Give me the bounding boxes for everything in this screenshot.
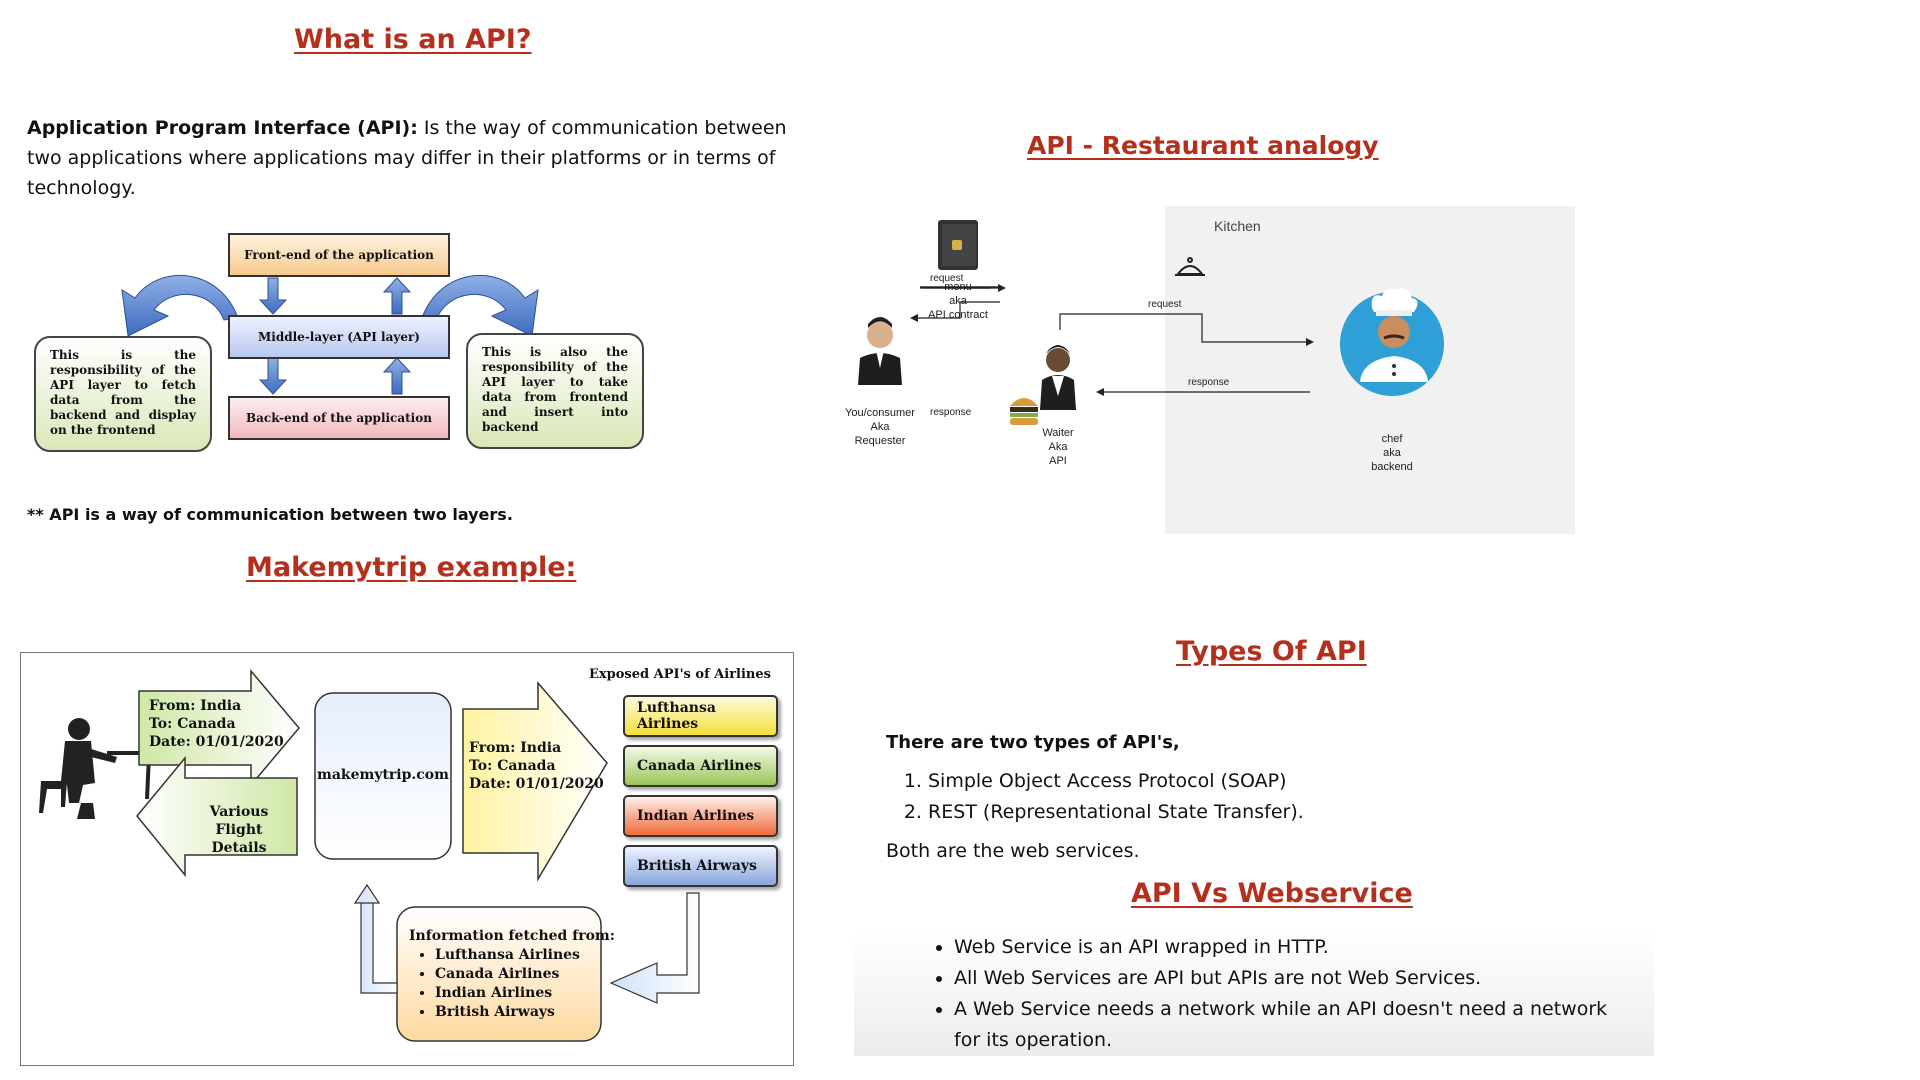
api-layer-diagram: Front-end of the application Middle-laye… <box>30 228 650 458</box>
response-label-1: response <box>930 407 972 418</box>
chef-label: chef aka backend <box>1371 433 1413 473</box>
restaurant-analogy-title: API - Restaurant analogy <box>1027 131 1379 160</box>
airline-canada: Canada Airlines <box>623 745 778 787</box>
api-vs-webservice-title: API Vs Webservice <box>1131 878 1413 909</box>
info-item: Lufthansa Airlines <box>435 946 615 965</box>
makemytrip-shapes <box>39 668 700 1042</box>
chef-icon <box>1340 288 1444 396</box>
webservice-points: Web Service is an API wrapped in HTTP. A… <box>854 930 1634 1056</box>
layers-footnote: ** API is a way of communication between… <box>27 505 513 524</box>
burger-icon <box>1010 398 1038 425</box>
middle-layer-box: Middle-layer (API layer) <box>228 315 450 359</box>
info-fetched-list: Lufthansa Airlines Canada Airlines India… <box>409 946 615 1022</box>
api-definition: Application Program Interface (API): Is … <box>27 113 787 203</box>
forwarded-request-details: From: India To: Canada Date: 01/01/2020 <box>469 739 604 793</box>
types-list: Simple Object Access Protocol (SOAP) RES… <box>886 766 1586 828</box>
what-is-api-title: What is an API? <box>294 24 532 55</box>
webservice-point: All Web Services are API but APIs are no… <box>954 963 1634 994</box>
type-item: Simple Object Access Protocol (SOAP) <box>928 766 1586 797</box>
request-label-2: request <box>1148 299 1182 310</box>
forwarded-to: To: Canada <box>469 758 556 774</box>
waiter-label: Waiter Aka API <box>1042 427 1074 467</box>
response-label-2: response <box>1188 377 1230 388</box>
types-intro: There are two types of API's, <box>886 732 1180 753</box>
restaurant-diagram: Kitchen <box>830 200 1590 540</box>
consumer-label: You/consumer Aka Requester <box>845 407 915 447</box>
menu-label: menu aka API contract <box>928 281 988 321</box>
airline-lufthansa: Lufthansa Airlines <box>623 695 778 737</box>
request-from: From: India <box>149 698 242 714</box>
restaurant-shapes <box>858 220 1444 425</box>
type-item: REST (Representational State Transfer). <box>928 797 1586 828</box>
user-at-desk-icon <box>39 718 151 819</box>
request-to: To: Canada <box>149 716 236 732</box>
flight-details-label: Various Flight Details <box>209 804 269 856</box>
left-responsibility-note: This is the responsibility of the API la… <box>34 336 212 452</box>
exposed-apis-title: Exposed API's of Airlines <box>589 667 771 682</box>
makemytrip-diagram: From: India To: Canada Date: 01/01/2020 … <box>20 652 794 1066</box>
right-responsibility-note: This is also the responsibility of the A… <box>466 333 644 449</box>
request-label-1: request <box>930 273 964 284</box>
kitchen-label: Kitchen <box>1214 218 1261 234</box>
types-outro: Both are the web services. <box>886 840 1140 862</box>
airline-indian: Indian Airlines <box>623 795 778 837</box>
request-date: Date: 01/01/2020 <box>149 734 284 750</box>
info-fetched-box: Information fetched from: Lufthansa Airl… <box>409 927 615 1022</box>
webservice-point: A Web Service needs a network while an A… <box>954 994 1634 1056</box>
info-fetched-title: Information fetched from: <box>409 928 615 944</box>
menu-book-icon <box>938 220 978 270</box>
api-definition-text: Is the way of communication between two … <box>27 117 787 199</box>
info-item: British Airways <box>435 1003 615 1022</box>
webservice-point: Web Service is an API wrapped in HTTP. <box>954 932 1634 963</box>
front-end-box: Front-end of the application <box>228 233 450 277</box>
consumer-icon <box>858 317 902 385</box>
info-item: Canada Airlines <box>435 965 615 984</box>
back-end-box: Back-end of the application <box>228 396 450 440</box>
response-arrow-consumer <box>916 301 1000 319</box>
types-of-api-title: Types Of API <box>1176 636 1367 667</box>
forwarded-from: From: India <box>469 740 562 756</box>
api-definition-term: Application Program Interface (API): <box>27 117 418 139</box>
waiter-icon <box>1040 345 1076 410</box>
makemytrip-site: makemytrip.com <box>317 767 449 783</box>
layer-arrows <box>121 275 539 395</box>
airline-british: British Airways <box>623 845 778 887</box>
makemytrip-title: Makemytrip example: <box>246 552 577 583</box>
forwarded-date: Date: 01/01/2020 <box>469 776 604 792</box>
request-details: From: India To: Canada Date: 01/01/2020 <box>149 697 284 751</box>
info-item: Indian Airlines <box>435 984 615 1003</box>
cloche-icon <box>1175 257 1205 276</box>
types-of-api-body: There are two types of API's, Simple Obj… <box>886 728 1586 866</box>
webservice-panel: Web Service is an API wrapped in HTTP. A… <box>854 930 1654 1056</box>
request-arrow-chef <box>1059 313 1308 343</box>
